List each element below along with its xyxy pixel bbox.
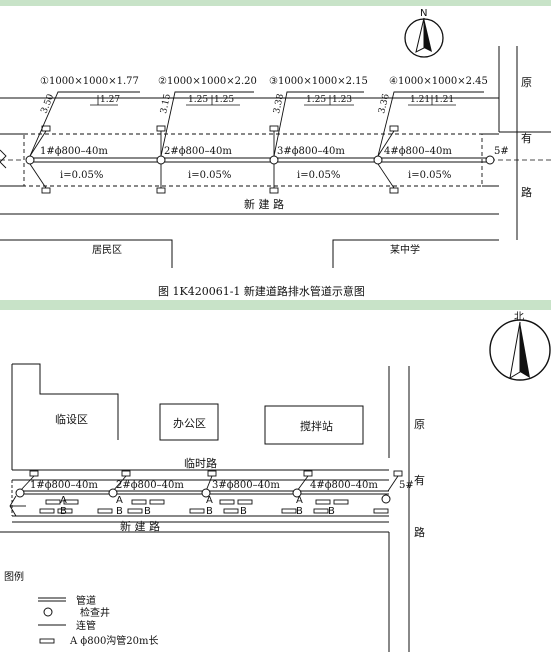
- old-road-char-2: 有: [414, 473, 425, 487]
- tag-b-4: B: [206, 506, 213, 517]
- inspection-well-4: [373, 155, 383, 165]
- pipe-1-label: 1#ϕ800–40m: [30, 480, 98, 491]
- well-1-elev-a: 1.27: [100, 95, 120, 105]
- inspection-well-2: [108, 488, 118, 498]
- end-well-label: 5#: [399, 480, 414, 491]
- well-3-depth: 3.38: [272, 93, 286, 115]
- tag-b-6: B: [296, 506, 303, 517]
- tag-b-3: B: [144, 506, 151, 517]
- well-3-elev-a: 1.25: [306, 95, 326, 105]
- temp-road-label: 临时路: [184, 456, 217, 470]
- north-arrow-icon: N: [404, 8, 444, 58]
- zone-temporary-facilities: 临设区: [55, 412, 88, 426]
- slope-3: i=0.05%: [297, 170, 340, 181]
- area-residential: 居民区: [92, 244, 122, 256]
- tag-a-1: A: [60, 495, 67, 506]
- legend-pipe: 管道: [76, 594, 96, 607]
- inspection-well-5: [485, 155, 495, 165]
- old-road-char-3: 路: [414, 526, 425, 539]
- old-road-char-2: 有: [521, 131, 532, 145]
- legend-a-pipe: A ϕ800沟管20m长: [69, 634, 159, 647]
- pipe-2-label: 2#ϕ800–40m: [164, 146, 232, 157]
- north-label: 北: [514, 311, 524, 323]
- figure-caption: 图 1K420061-1 新建道路排水管道示意图: [158, 284, 365, 298]
- inspection-well-1: [15, 488, 25, 498]
- legend-well: 检查井: [80, 606, 110, 619]
- well-3-size-label: ③1000×1000×2.15: [269, 76, 368, 87]
- middle-color-band: [0, 300, 551, 310]
- well-3-elev-b: 1.23: [332, 95, 352, 105]
- well-4-elev-a: 1.21: [410, 95, 430, 105]
- end-well-label: 5#: [494, 146, 509, 157]
- well-1-depth: 3.50: [40, 93, 57, 116]
- pipe-3-label: 3#ϕ800–40m: [277, 146, 345, 157]
- legend-pipe-symbol: [38, 597, 66, 602]
- inspection-well-5: [381, 494, 391, 504]
- legend-title: 图例: [4, 570, 24, 583]
- tag-b-5: B: [240, 506, 247, 517]
- well-4-elev-b: 1.21: [434, 95, 454, 105]
- new-road-label: 新 建 路: [244, 197, 284, 211]
- slope-1: i=0.05%: [60, 170, 103, 181]
- tag-a-4: A: [296, 495, 303, 506]
- pipe-4-label: 4#ϕ800–40m: [310, 480, 378, 491]
- zone-office: 办公区: [173, 417, 206, 430]
- inspection-well-3: [269, 155, 279, 165]
- tag-b-7: B: [328, 506, 335, 517]
- inspection-well-3: [201, 488, 211, 498]
- area-school: 某中学: [390, 243, 420, 256]
- tag-b-1: B: [60, 506, 67, 517]
- legend-a-pipe-symbol: [39, 638, 55, 644]
- pipe-1-label: 1#ϕ800–40m: [40, 146, 108, 157]
- north-arrow-icon: 北: [489, 311, 551, 381]
- tag-a-3: A: [206, 495, 213, 506]
- legend-well-symbol: [43, 607, 53, 617]
- well-4-depth: 3.36: [377, 93, 392, 115]
- well-1-size-label: ①1000×1000×1.77: [40, 76, 139, 87]
- inspection-well-1: [25, 155, 35, 165]
- pipe-4-label: 4#ϕ800–40m: [384, 146, 452, 157]
- tag-a-2: A: [116, 495, 123, 506]
- old-road-char-1: 原: [414, 418, 425, 431]
- well-2-size-label: ②1000×1000×2.20: [158, 76, 257, 87]
- well-4-size-label: ④1000×1000×2.45: [389, 76, 488, 87]
- well-2-elev-b: 1.25: [214, 95, 234, 105]
- north-label: N: [420, 8, 427, 19]
- slope-4: i=0.05%: [408, 170, 451, 181]
- inspection-well-2: [156, 155, 166, 165]
- old-road-char-1: 原: [521, 76, 532, 89]
- pipe-3-label: 3#ϕ800–40m: [212, 480, 280, 491]
- tag-b-2: B: [116, 506, 123, 517]
- bottom-site-plan-diagram: 北 临设区 办公区 搅拌站 原 有 路 临时路 新 建 路: [0, 311, 551, 652]
- well-2-elev-a: 1.25: [188, 95, 208, 105]
- legend-connector: 连管: [76, 619, 96, 632]
- old-road-char-3: 路: [521, 186, 532, 199]
- pipe-2-label: 2#ϕ800–40m: [116, 480, 184, 491]
- slope-2: i=0.05%: [188, 170, 231, 181]
- inspection-well-4: [292, 488, 302, 498]
- top-pipeline-diagram: N 原 有 路: [0, 8, 551, 298]
- zone-mixing-station: 搅拌站: [300, 419, 333, 433]
- well-2-depth: 3.15: [159, 93, 173, 115]
- new-road-label: 新 建 路: [120, 519, 160, 533]
- top-color-band: [0, 0, 551, 6]
